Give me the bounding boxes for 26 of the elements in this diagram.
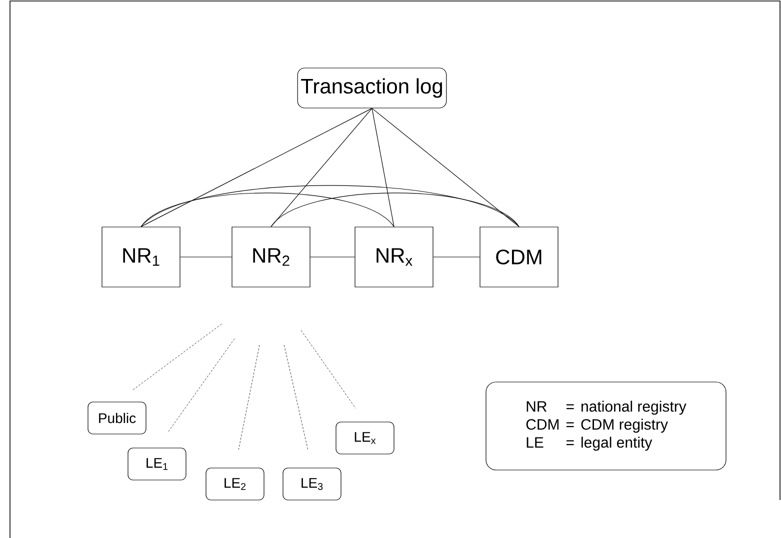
entity-box: LE$_{1}$ bbox=[128, 448, 186, 480]
entity-box: LE$_{x}$ bbox=[336, 422, 394, 454]
registry-box: CDM bbox=[480, 226, 558, 288]
registry-box: NR$_{1}$ bbox=[102, 226, 180, 288]
entity-box: Public bbox=[88, 402, 146, 434]
dashed-line bbox=[168, 338, 235, 432]
log-box: Transaction log bbox=[297, 68, 447, 108]
dashed-line bbox=[132, 324, 222, 390]
connector-line bbox=[310, 256, 355, 258]
entity-box: LE$_{2}$ bbox=[206, 468, 264, 500]
connector-line bbox=[433, 256, 480, 258]
dashed-line bbox=[238, 344, 260, 450]
arc-line bbox=[270, 192, 520, 227]
registry-box: NR$_{x}$ bbox=[354, 226, 434, 288]
dashed-line bbox=[284, 344, 308, 450]
dashed-line bbox=[300, 330, 356, 408]
connector-line bbox=[270, 108, 372, 227]
arc-line bbox=[140, 185, 520, 227]
connector-line bbox=[372, 108, 394, 227]
connector-line bbox=[140, 108, 372, 227]
connector-line bbox=[180, 256, 232, 258]
arc-line bbox=[140, 192, 394, 227]
key-box: NR = national registry CDM = CDM registry LE = legal entity bbox=[486, 382, 726, 470]
connector-line bbox=[372, 108, 520, 227]
entity-box: LE$_{3}$ bbox=[282, 468, 342, 500]
registry-box: NR$_{2}$ bbox=[232, 226, 310, 288]
